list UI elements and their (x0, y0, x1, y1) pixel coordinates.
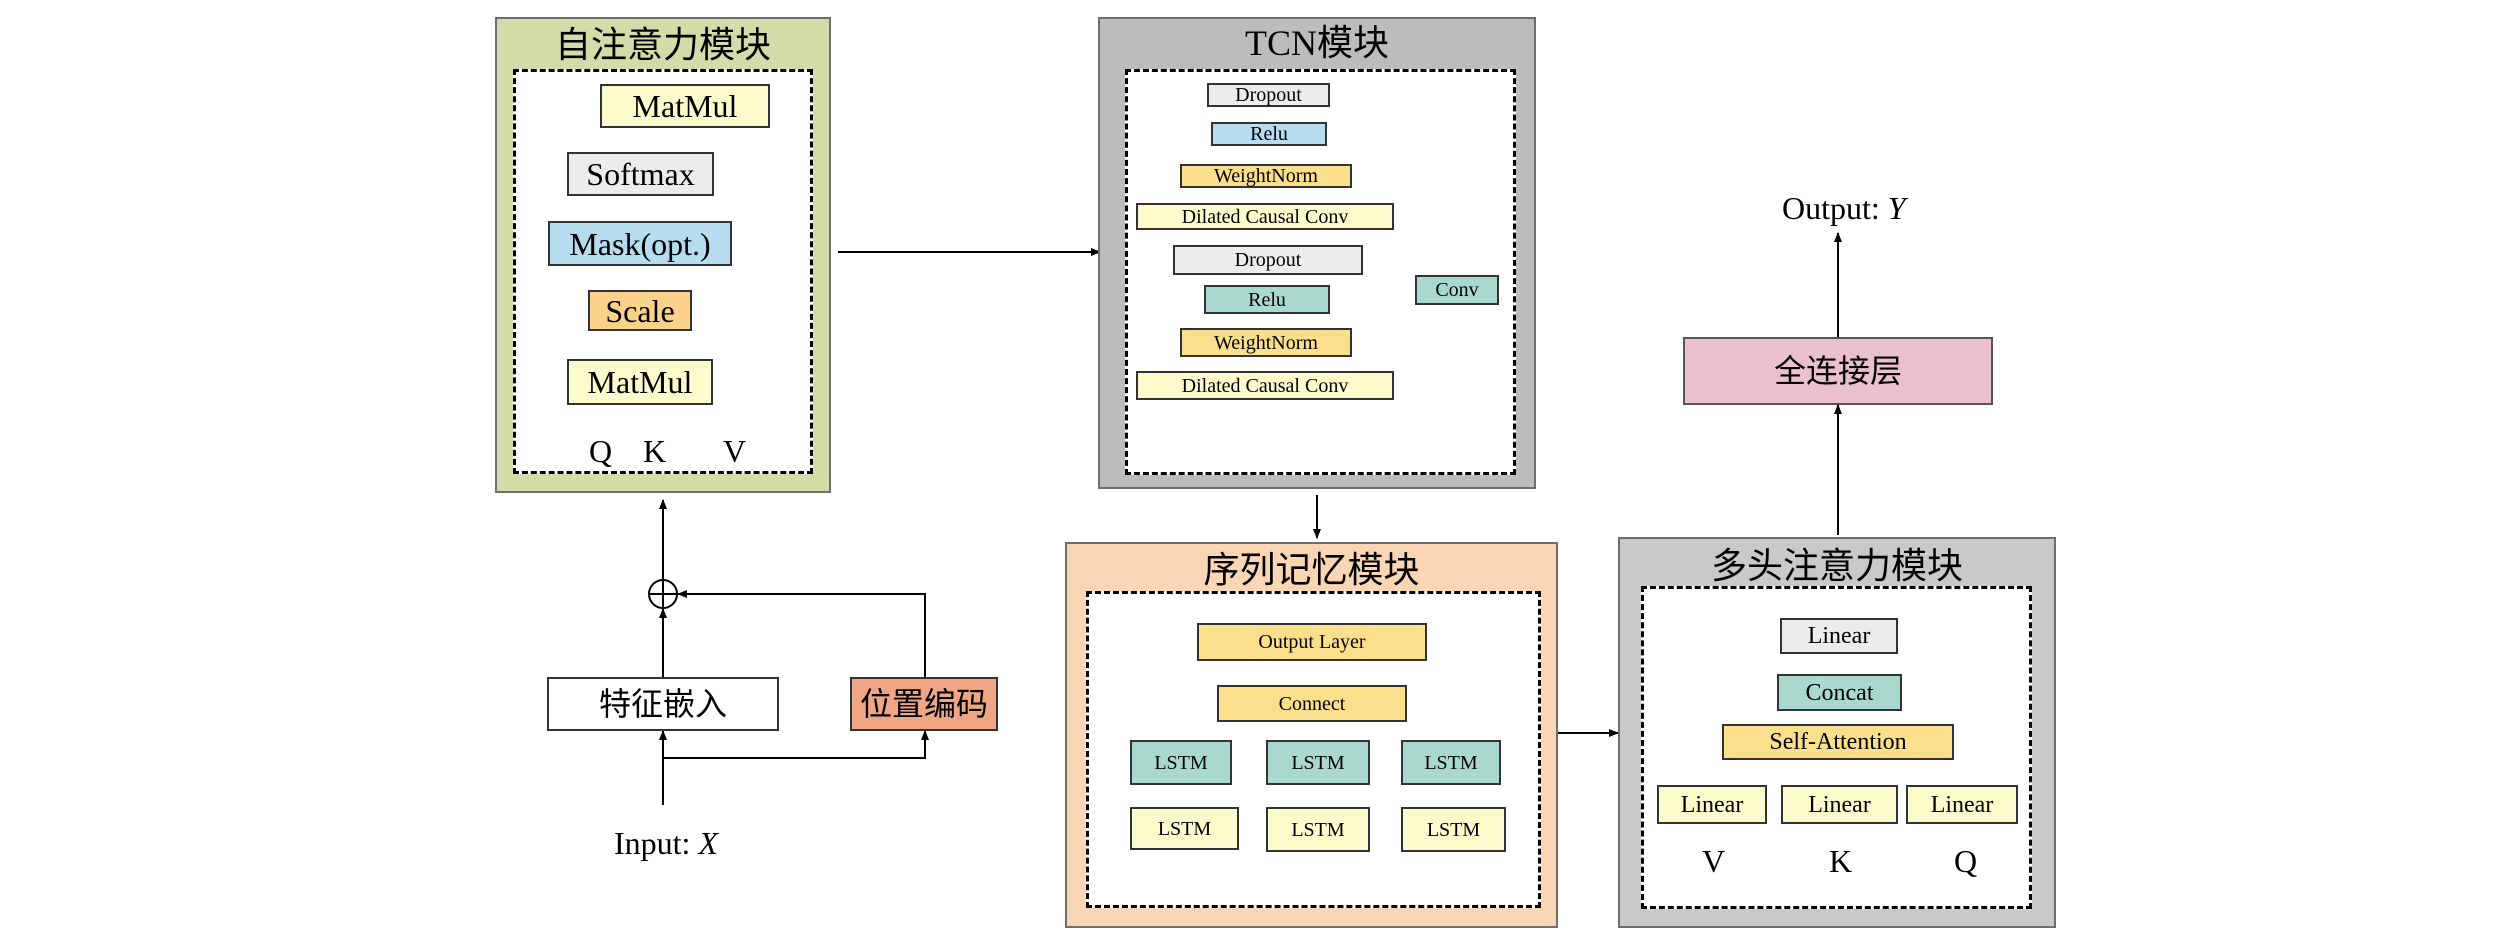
mh-k-label: K (1829, 843, 1853, 879)
softmax-box: Softmax (567, 152, 714, 196)
output-variable: Y (1887, 190, 1906, 226)
tcn-dropout-top-box: Dropout (1207, 83, 1330, 107)
mh-v-label: V (1702, 843, 1726, 879)
connect-box: Connect (1217, 685, 1407, 722)
lstm-lower-2: LSTM (1266, 807, 1370, 852)
self-attention-title: 自注意力模块 (554, 25, 771, 65)
lstm-upper-3: LSTM (1401, 740, 1501, 785)
scale-box: Scale (588, 290, 692, 331)
k-label: K (643, 433, 667, 469)
lstm-upper-2: LSTM (1266, 740, 1370, 785)
input-variable: X (698, 825, 718, 861)
output-layer-box: Output Layer (1197, 623, 1427, 661)
tcn-dilated-conv-top-box: Dilated Causal Conv (1136, 203, 1394, 230)
input-label: Input: X (614, 827, 718, 859)
tcn-weightnorm-top-box: WeightNorm (1180, 164, 1352, 188)
lstm-upper-1: LSTM (1130, 740, 1232, 785)
position-encoding-box: 位置编码 (850, 677, 998, 731)
tcn-conv-box: Conv (1415, 275, 1499, 305)
v-label: V (723, 433, 747, 469)
matmul-top-box: MatMul (600, 84, 770, 128)
tcn-relu-top-box: Relu (1211, 122, 1327, 146)
tcn-title: TCN模块 (1244, 23, 1389, 63)
multi-head-title: 多头注意力模块 (1710, 546, 1963, 586)
feature-embedding-box: 特征嵌入 (547, 677, 779, 731)
self-attention-dashed-frame (513, 69, 813, 474)
sequence-memory-title: 序列记忆模块 (1203, 550, 1420, 590)
linear-k-box: Linear (1781, 785, 1898, 824)
input-label-text: Input: (614, 825, 699, 861)
lstm-lower-3: LSTM (1401, 807, 1506, 852)
concat-box: Concat (1777, 674, 1902, 711)
linear-top-box: Linear (1780, 618, 1898, 654)
output-label-text: Output: (1782, 190, 1888, 226)
tcn-relu-bottom-box: Relu (1204, 285, 1330, 314)
q-label: Q (589, 433, 613, 469)
mask-box: Mask(opt.) (548, 221, 732, 266)
fully-connected-box: 全连接层 (1683, 337, 1993, 405)
linear-v-box: Linear (1657, 785, 1767, 824)
self-attention-box: Self-Attention (1722, 724, 1954, 760)
tcn-dropout-bottom-box: Dropout (1173, 245, 1363, 275)
matmul-bottom-box: MatMul (567, 359, 713, 405)
tcn-dilated-conv-bottom-box: Dilated Causal Conv (1136, 371, 1394, 400)
lstm-lower-1: LSTM (1130, 807, 1239, 850)
output-label: Output: Y (1782, 192, 1906, 224)
tcn-weightnorm-bottom-box: WeightNorm (1180, 328, 1352, 357)
mh-q-label: Q (1954, 843, 1978, 879)
linear-q-box: Linear (1906, 785, 2018, 824)
